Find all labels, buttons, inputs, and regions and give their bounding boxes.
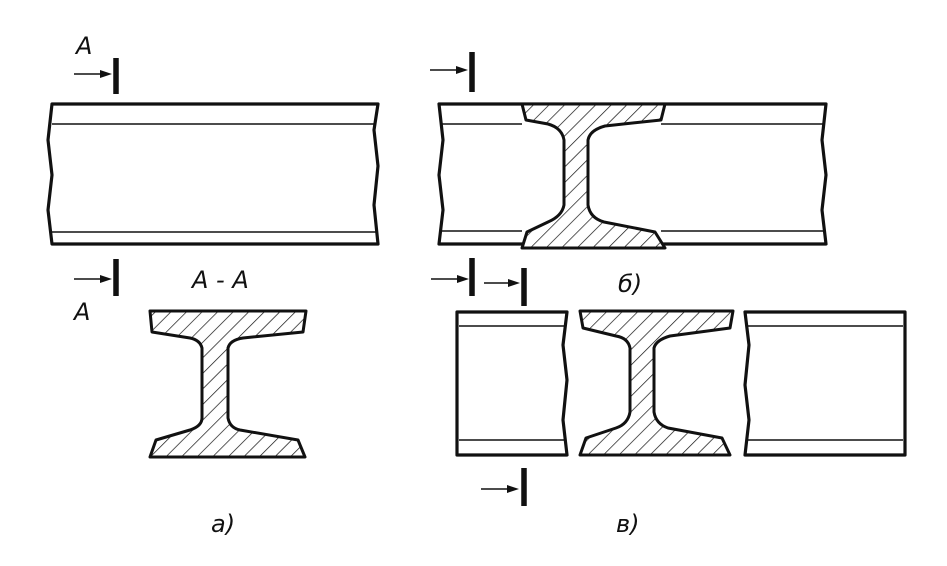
- i-beam-section-v: [578, 309, 735, 457]
- panel-b: б): [430, 52, 828, 298]
- beam-b: [437, 102, 828, 246]
- section-letter-top: A: [74, 32, 92, 60]
- beam-fragment-right: [743, 310, 907, 457]
- cutting-plane-top-a: [74, 58, 119, 94]
- cutting-plane-bottom-a: [74, 259, 119, 296]
- panel-v: в): [431, 258, 907, 538]
- panel-a: A A A - A а): [46, 32, 380, 538]
- section-title: A - A: [190, 266, 249, 294]
- caption-b: б): [618, 270, 642, 298]
- cutting-plane-v-top: [484, 268, 527, 306]
- cutting-plane-b: [430, 52, 475, 92]
- beam-a: [46, 102, 380, 246]
- section-letter-bottom: A: [72, 298, 90, 326]
- caption-v: в): [616, 510, 640, 538]
- cutting-plane-v-bottom: [481, 468, 527, 506]
- beam-fragment-left: [455, 310, 569, 457]
- i-beam-section-b: [520, 102, 667, 250]
- caption-a: а): [211, 510, 235, 538]
- i-beam-section-a: [148, 309, 308, 459]
- cutting-plane-v-left: [431, 258, 475, 296]
